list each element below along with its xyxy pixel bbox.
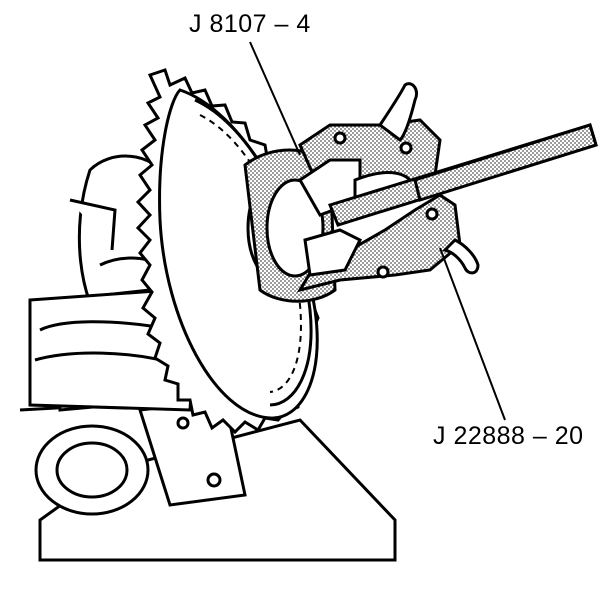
leader-lines [249,41,506,421]
ring-gear [135,68,320,435]
leader-line-top [249,41,301,156]
tool-label-j22888-20: J 22888 – 20 [433,422,584,450]
vise-jaw-pipe [19,403,150,516]
leader-line-bottom [439,247,506,421]
puller-body [296,82,480,293]
tool-label-j8107-4: J 8107 – 4 [189,10,311,38]
puller-screw [328,123,598,227]
